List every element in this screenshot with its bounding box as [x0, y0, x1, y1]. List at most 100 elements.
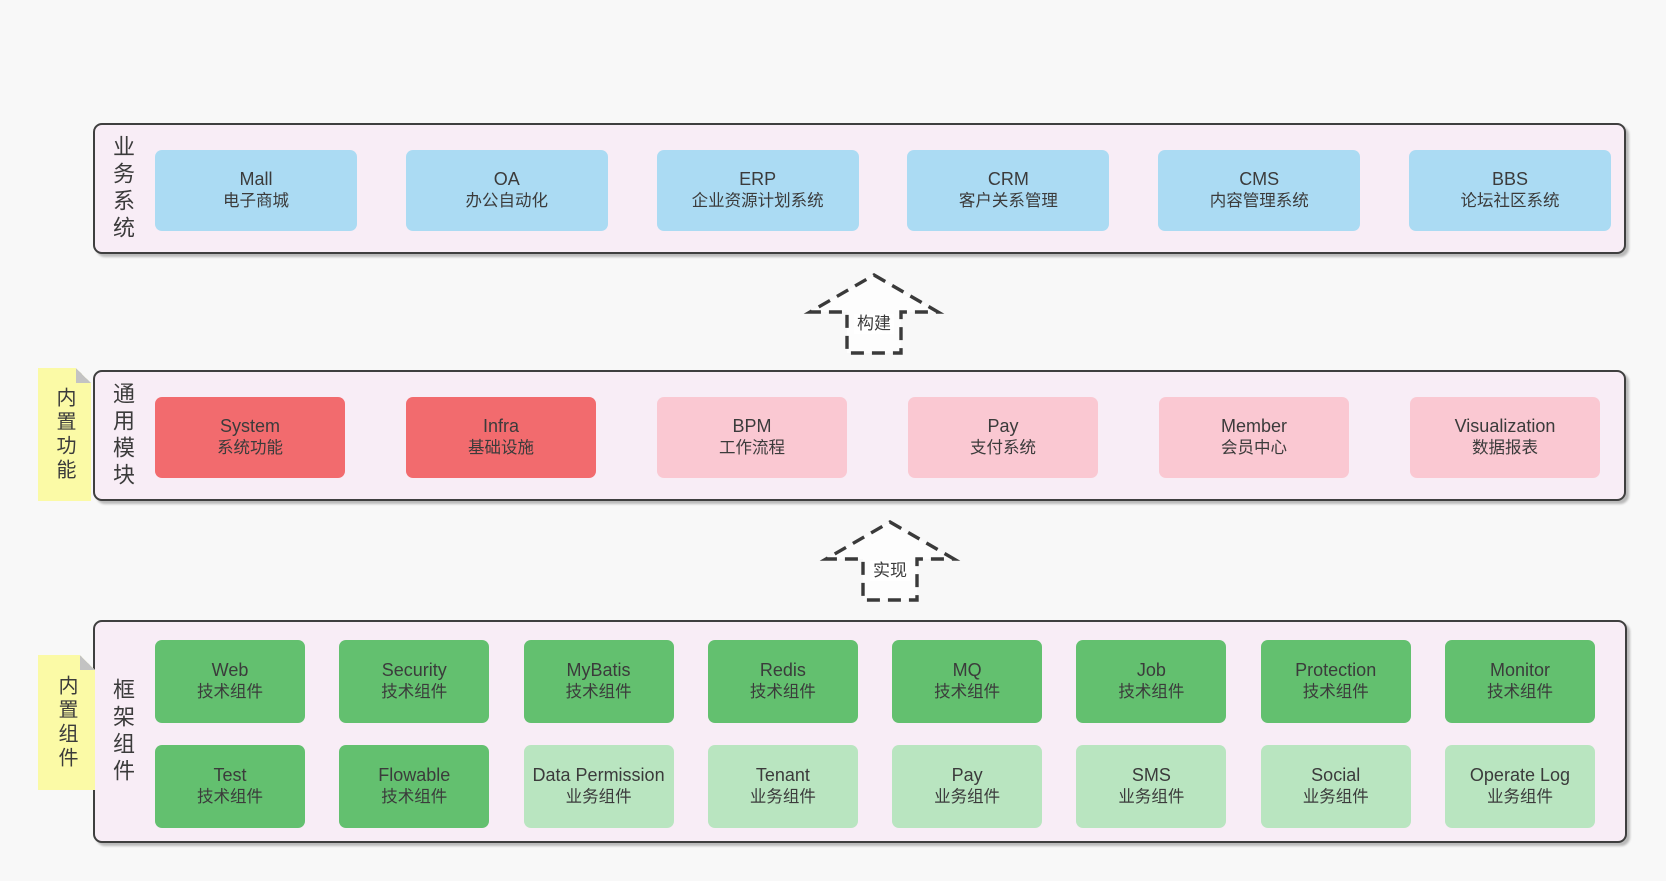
node-subtitle: 工作流程 — [719, 439, 785, 458]
node-subtitle: 系统功能 — [217, 439, 283, 458]
diagram-node: Test 技术组件 — [155, 745, 305, 828]
build-arrow-up-icon: 构建 — [803, 272, 945, 356]
layer-framework-components: 框架组件 Web 技术组件 Security 技术组件 MyBatis 技术组件… — [93, 620, 1627, 843]
layer-business-label: 业务系统 — [110, 134, 135, 243]
node-title: OA — [493, 168, 520, 189]
node-subtitle: 技术组件 — [1486, 683, 1553, 702]
diagram-node: ERP 企业资源计划系统 — [656, 150, 859, 231]
node-title: Protection — [1295, 659, 1377, 680]
layer-common-modules: 通用模块 System 系统功能 Infra 基础设施 BPM 工作流程 Pay… — [93, 370, 1626, 501]
diagram-node: Web 技术组件 — [155, 640, 305, 723]
diagram-node: CRM 客户关系管理 — [907, 150, 1110, 231]
node-subtitle: 办公自动化 — [465, 192, 549, 211]
node-subtitle: 技术组件 — [381, 788, 448, 807]
sticky-note-built-in-features: 内置功能 — [38, 368, 91, 501]
node-title: Pay — [951, 764, 983, 785]
node-title: Monitor — [1489, 659, 1550, 680]
node-title: MyBatis — [566, 659, 631, 680]
layer-framework-label: 框架组件 — [110, 677, 135, 786]
node-subtitle: 业务组件 — [565, 788, 632, 807]
node-subtitle: 技术组件 — [934, 683, 1001, 702]
diagram-node: CMS 内容管理系统 — [1158, 150, 1361, 231]
diagram-node: BBS 论坛社区系统 — [1408, 150, 1611, 231]
node-subtitle: 企业资源计划系统 — [691, 192, 824, 211]
node-title: Social — [1311, 764, 1361, 785]
node-subtitle: 技术组件 — [1118, 683, 1185, 702]
diagram-node: Flowable 技术组件 — [339, 745, 490, 828]
node-subtitle: 技术组件 — [197, 683, 263, 702]
diagram-node: System 系统功能 — [155, 397, 345, 478]
node-subtitle: 业务组件 — [934, 788, 1001, 807]
diagram-node: Redis 技术组件 — [707, 640, 858, 723]
layer-modules-label: 通用模块 — [110, 381, 135, 490]
node-subtitle: 内容管理系统 — [1209, 192, 1309, 211]
node-title: Redis — [759, 659, 806, 680]
node-title: CMS — [1239, 168, 1280, 189]
folded-corner-icon — [76, 368, 91, 383]
diagram-node: Tenant 业务组件 — [707, 745, 858, 828]
implement-arrow-up-icon: 实现 — [819, 519, 961, 603]
node-subtitle: 技术组件 — [565, 683, 632, 702]
diagram-node: Operate Log 业务组件 — [1444, 745, 1595, 828]
node-title: BPM — [732, 415, 772, 436]
node-title: System — [219, 415, 280, 436]
node-subtitle: 业务组件 — [1118, 788, 1185, 807]
diagram-node: OA 办公自动化 — [405, 150, 608, 231]
node-subtitle: 技术组件 — [197, 788, 263, 807]
node-title: Member — [1220, 415, 1287, 436]
diagram-node: Infra 基础设施 — [406, 397, 596, 478]
node-title: Pay — [987, 415, 1019, 436]
diagram-node: BPM 工作流程 — [657, 397, 847, 478]
business-box-row: Mall 电子商城 OA 办公自动化 ERP 企业资源计划系统 CRM 客户关系… — [95, 150, 1624, 231]
diagram-node: Social 业务组件 — [1260, 745, 1411, 828]
node-subtitle: 技术组件 — [381, 683, 448, 702]
diagram-node: Protection 技术组件 — [1260, 640, 1411, 723]
node-title: Data Permission — [532, 764, 665, 785]
node-title: Mall — [239, 168, 273, 189]
layer-business-systems: 业务系统 Mall 电子商城 OA 办公自动化 ERP 企业资源计划系统 CRM… — [93, 123, 1626, 254]
diagram-node: Pay 业务组件 — [892, 745, 1043, 828]
node-title: Security — [381, 659, 447, 680]
diagram-node: Pay 支付系统 — [908, 397, 1098, 478]
node-title: Test — [213, 764, 247, 785]
node-subtitle: 电子商城 — [223, 192, 289, 211]
node-subtitle: 客户关系管理 — [958, 192, 1058, 211]
sticky-note-built-in-components: 内置组件 — [38, 655, 95, 790]
node-title: SMS — [1131, 764, 1171, 785]
node-title: BBS — [1491, 168, 1528, 189]
node-subtitle: 支付系统 — [970, 439, 1036, 458]
node-subtitle: 业务组件 — [1486, 788, 1553, 807]
node-subtitle: 业务组件 — [1302, 788, 1369, 807]
node-subtitle: 技术组件 — [1302, 683, 1369, 702]
node-subtitle: 业务组件 — [749, 788, 816, 807]
build-arrow-label: 构建 — [854, 314, 894, 334]
diagram-node: Mall 电子商城 — [155, 150, 357, 231]
node-title: CRM — [987, 168, 1029, 189]
node-subtitle: 基础设施 — [468, 439, 534, 458]
diagram-node: Visualization 数据报表 — [1410, 397, 1600, 478]
diagram-node: Member 会员中心 — [1159, 397, 1349, 478]
diagram-node: Data Permission 业务组件 — [523, 745, 674, 828]
node-title: Flowable — [378, 764, 451, 785]
node-title: MQ — [952, 659, 982, 680]
node-subtitle: 论坛社区系统 — [1460, 192, 1560, 211]
diagram-node: Monitor 技术组件 — [1444, 640, 1595, 723]
sticky-note-text: 内置功能 — [53, 386, 75, 483]
node-title: Web — [211, 659, 249, 680]
node-title: Operate Log — [1469, 764, 1570, 785]
node-title: Infra — [482, 415, 520, 436]
node-subtitle: 数据报表 — [1472, 439, 1538, 458]
node-title: Tenant — [755, 764, 810, 785]
diagram-node: MQ 技术组件 — [892, 640, 1043, 723]
node-title: Visualization — [1454, 415, 1556, 436]
diagram-node: SMS 业务组件 — [1076, 745, 1227, 828]
node-title: ERP — [739, 168, 777, 189]
node-subtitle: 技术组件 — [749, 683, 816, 702]
implement-arrow-label: 实现 — [870, 561, 910, 581]
diagram-node: Security 技术组件 — [339, 640, 490, 723]
framework-box-row-1: Web 技术组件 Security 技术组件 MyBatis 技术组件 Redi… — [95, 640, 1625, 723]
sticky-note-text: 内置组件 — [55, 674, 77, 771]
framework-box-row-2: Test 技术组件 Flowable 技术组件 Data Permission … — [95, 745, 1625, 828]
modules-box-row: System 系统功能 Infra 基础设施 BPM 工作流程 Pay 支付系统… — [95, 397, 1624, 478]
